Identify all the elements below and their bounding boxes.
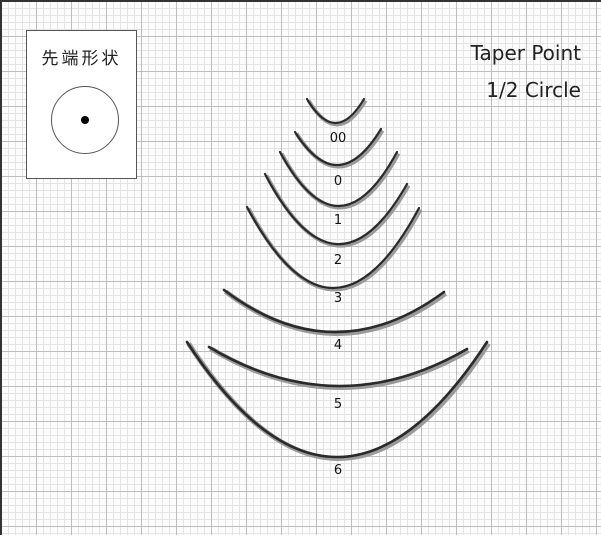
tip-point-dot bbox=[81, 116, 89, 124]
needle-size-label: 3 bbox=[334, 291, 342, 306]
tip-shape-title: 先端形状 bbox=[41, 49, 122, 69]
needle-size-6 bbox=[185, 340, 489, 459]
needle-size-label: 00 bbox=[330, 131, 347, 146]
needle-size-label: 1 bbox=[334, 213, 342, 228]
needle-size-4 bbox=[222, 288, 446, 334]
needle-curvature-title: 1/2 Circle bbox=[486, 78, 581, 102]
needle-size-5 bbox=[207, 345, 469, 388]
needle-size-label: 6 bbox=[334, 463, 342, 478]
needle-size-1 bbox=[278, 150, 399, 207]
needle-size-2 bbox=[263, 172, 409, 246]
needle-size-0 bbox=[293, 127, 383, 167]
needle-size-label: 0 bbox=[334, 174, 342, 189]
needle-size-label: 5 bbox=[334, 397, 342, 412]
needle-size-label: 2 bbox=[334, 253, 342, 268]
round-taper-tip-icon bbox=[51, 86, 119, 154]
needle-size-3 bbox=[245, 205, 421, 290]
needle-type-title: Taper Point bbox=[470, 41, 581, 65]
tip-shape-panel: 先端形状 bbox=[26, 30, 137, 179]
needle-size-00 bbox=[305, 97, 366, 125]
needle-size-label: 4 bbox=[334, 338, 342, 353]
